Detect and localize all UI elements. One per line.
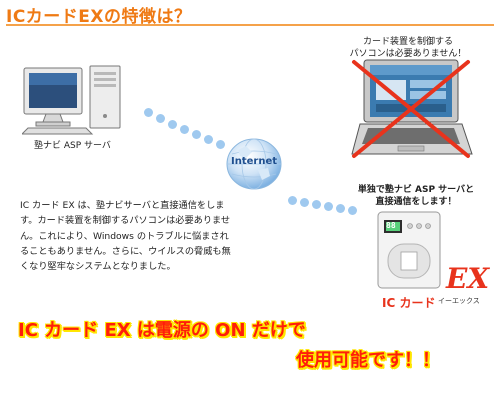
header-divider xyxy=(6,24,494,26)
device-brand-ex: EX xyxy=(446,262,490,295)
pc-caption-line1: カード装置を制御する xyxy=(362,37,453,47)
slogan-line2: 使用可能です！！ xyxy=(296,350,440,371)
device-caption-line2: 直接通信をします！ xyxy=(375,197,457,207)
server-computer-icon xyxy=(22,65,121,135)
internet-label: Internet xyxy=(230,156,277,167)
header: ICカードEXの特徴は？ xyxy=(0,0,500,27)
device-caption: 単独で塾ナビ ASP サーバと 直接通信をします！ xyxy=(346,184,486,208)
device-brand-text: IC カード xyxy=(382,296,436,310)
device-screen-text: 88 xyxy=(386,221,396,230)
internet-globe-icon xyxy=(226,138,282,190)
page-title: ICカードEXの特徴は？ xyxy=(6,7,192,27)
device-caption-line1: 単独で塾ナビ ASP サーバと xyxy=(357,185,475,195)
server-caption: 塾ナビ ASP サーバ xyxy=(34,141,111,151)
pc-caption-line2: パソコンは必要ありません！ xyxy=(349,49,467,59)
pc-caption: カード装置を制御する パソコンは必要ありません！ xyxy=(338,36,478,60)
slogan-line1: IC カード EX は電源の ON だけで xyxy=(18,320,306,341)
description-text: IC カード EX は、塾ナビサーバと直接通信をします。カード装置を制御するパソ… xyxy=(20,200,231,273)
device-brand-kana: イーエックス xyxy=(438,297,480,305)
ic-card-reader-icon xyxy=(377,211,441,289)
cross-icon xyxy=(352,60,470,158)
